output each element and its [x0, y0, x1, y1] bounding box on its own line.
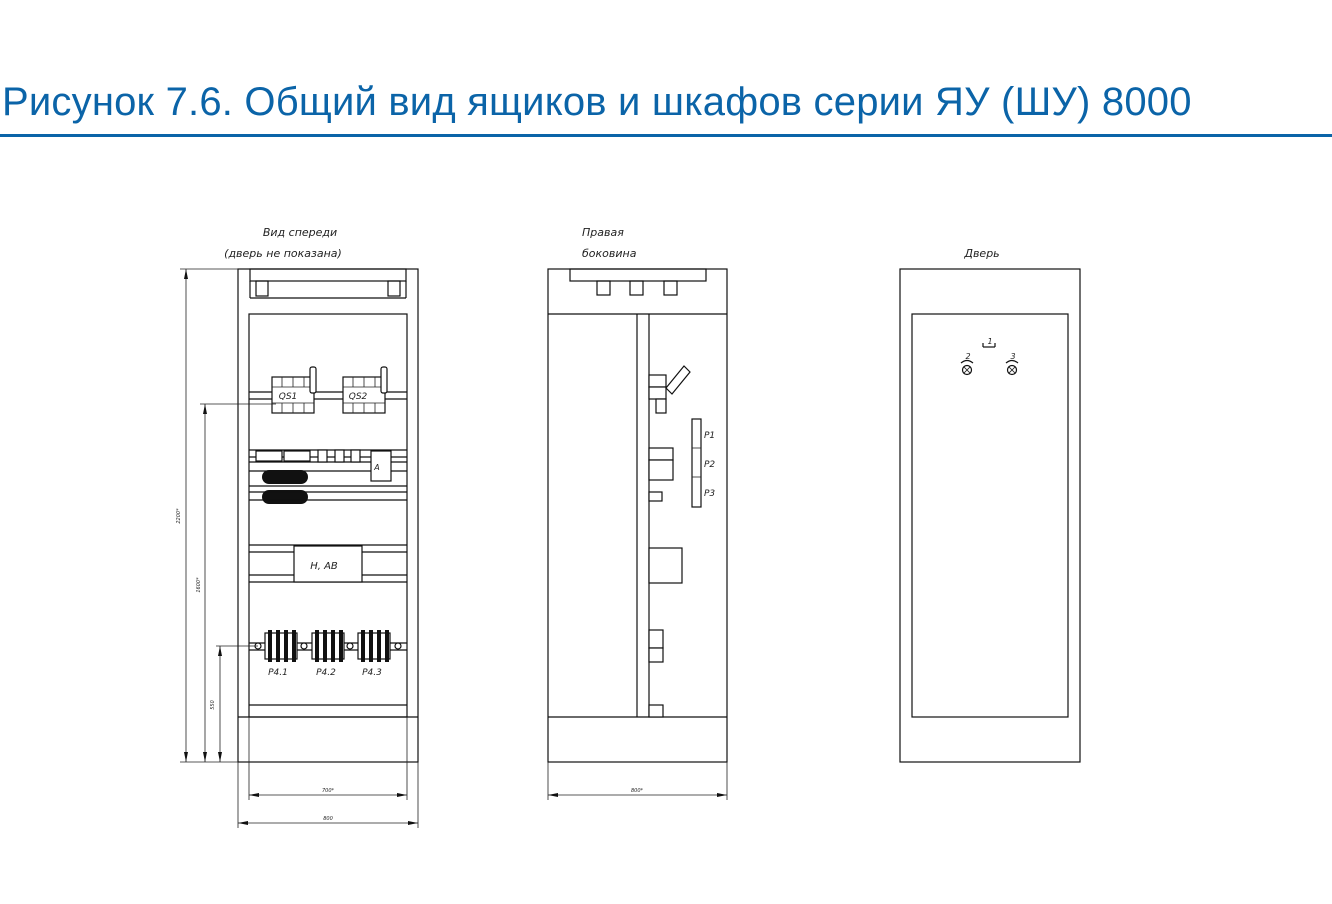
qs2-label: QS2 [349, 392, 368, 402]
breaker-h-ab [293, 545, 363, 583]
door-view: Дверь 1 2 3 [899, 247, 1081, 763]
indicator-lamp-icon [961, 364, 973, 376]
side-view-label-line1: Правая [582, 226, 624, 239]
top-cap [249, 268, 407, 282]
dimension-lines: 2200* 1600* 550 700* 800 [176, 268, 419, 828]
title-underline [0, 134, 1332, 137]
relay-strip [691, 418, 702, 508]
relay-p4-1: P4.1 [254, 630, 308, 678]
dim-inner-width: 700* [322, 788, 335, 794]
dim-mid-height: 1600* [196, 577, 202, 593]
dim-overall-height: 2200* [176, 508, 182, 524]
breaker-label: H, AB [310, 561, 338, 572]
relay-p4-3: P4.3 [357, 630, 402, 678]
p42-label: P4.2 [316, 668, 336, 678]
dim-side-depth: 800* [631, 788, 644, 794]
p3-label: P3 [704, 489, 715, 499]
side-view: Правая боковина P1 P2 P3 [547, 226, 728, 800]
ammeter [370, 450, 392, 482]
p2-label: P2 [704, 460, 715, 470]
p41-label: P4.1 [268, 668, 288, 678]
front-view-label-line1: Вид спереди [263, 226, 337, 239]
front-view: Вид спереди (дверь не показана) QS1 [176, 226, 419, 828]
door-item2-label: 2 [965, 352, 970, 361]
ammeter-label: A [373, 463, 379, 472]
page-title: Рисунок 7.6. Общий вид ящиков и шкафов с… [2, 80, 1192, 124]
p1-label: P1 [704, 431, 715, 441]
front-view-label-line2: (дверь не показана) [224, 247, 342, 260]
dim-low-height: 550 [210, 700, 216, 710]
contactor-block [262, 470, 308, 484]
switch-qs1: QS1 [271, 366, 317, 414]
door-view-label: Дверь [963, 247, 999, 260]
door-item3-label: 3 [1010, 352, 1015, 361]
dim-outer-width: 800 [323, 816, 333, 822]
front-frame [237, 268, 419, 763]
door-item1-label: 1 [987, 337, 992, 346]
relay-p4-2: P4.2 [311, 630, 354, 678]
side-view-label-line2: боковина [582, 247, 637, 260]
qs1-label: QS1 [279, 392, 298, 402]
door-panel [911, 313, 1069, 718]
indicator-lamp-icon [1006, 364, 1018, 376]
p43-label: P4.3 [362, 668, 382, 678]
switch-qs2: QS2 [342, 366, 388, 414]
door-frame [899, 268, 1081, 763]
